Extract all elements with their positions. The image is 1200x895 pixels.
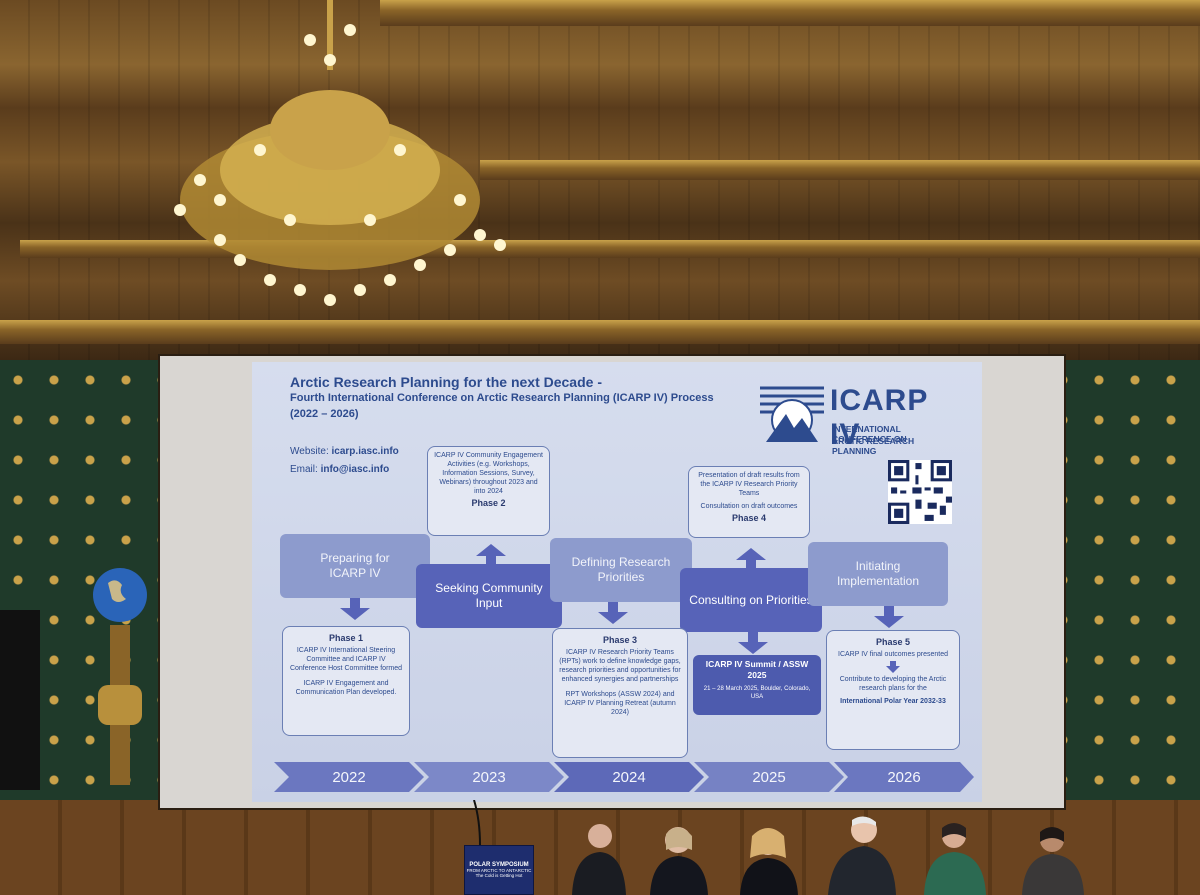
phase-5-text2: Contribute to developing the Arctic rese… <box>839 676 947 692</box>
timeline-year-label: 2025 <box>752 768 786 786</box>
phase-1-box: Phase 1 ICARP IV International Steering … <box>282 626 410 736</box>
phase-4-text1: Presentation of draft results from the I… <box>698 472 800 497</box>
phase-3-text1: ICARP IV Research Priority Teams (RPTs) … <box>559 649 681 683</box>
email-label: Email: <box>290 464 318 475</box>
timeline-year-label: 2026 <box>887 768 921 786</box>
phase-3-title: Phase 3 <box>602 635 638 645</box>
timeline: 2022 2023 2024 2025 2026 <box>274 762 974 792</box>
panelist <box>924 823 986 895</box>
arrow-up-icon <box>736 548 766 568</box>
timeline-year: 2022 <box>274 762 424 792</box>
presentation-slide: Arctic Research Planning for the next De… <box>252 362 982 802</box>
arrow-down-icon <box>874 606 904 628</box>
phase-3-box: Phase 3 ICARP IV Research Priority Teams… <box>552 628 688 758</box>
lectern-subtitle: FROM ARCTIC TO ANTARCTIC <box>466 868 532 873</box>
phase-5-title: Phase 5 <box>875 637 911 647</box>
timeline-year-label: 2023 <box>472 768 506 786</box>
panelist <box>650 827 708 895</box>
lectern: POLAR SYMPOSIUM FROM ARCTIC TO ANTARCTIC… <box>464 845 534 895</box>
step-consulting: Consulting on Priorities <box>680 568 822 632</box>
gold-chandelier <box>174 0 506 306</box>
logo-line2: ARCTIC RESEARCH PLANNING <box>832 436 915 456</box>
step-seeking-input: Seeking Community Input <box>416 564 562 628</box>
website-label: Website: <box>290 446 329 457</box>
ceiling-beam <box>380 0 1200 26</box>
step-defining-priorities-label: Defining Research Priorities <box>571 555 671 584</box>
phase-2-title: Phase 2 <box>471 498 506 508</box>
arrow-down-icon <box>886 661 900 673</box>
slide-subtitle-years: (2022 – 2026) <box>290 408 359 420</box>
arrow-down-icon <box>738 632 768 654</box>
email-line: Email: info@iasc.info <box>290 464 389 475</box>
ceiling-beam <box>0 320 1200 344</box>
step-preparing: Preparing for ICARP IV <box>280 534 430 598</box>
email-value: info@iasc.info <box>320 464 390 475</box>
phase-5-text3: International Polar Year 2032-33 <box>840 698 946 705</box>
step-defining-priorities: Defining Research Priorities <box>550 538 692 602</box>
panelist <box>1022 827 1084 895</box>
lectern-tagline: The Cold is Getting Hot <box>475 873 523 878</box>
loudspeaker <box>0 610 40 790</box>
timeline-year: 2024 <box>554 762 704 792</box>
phase-1-text2: ICARP IV Engagement and Communication Pl… <box>295 680 397 696</box>
step-consulting-label: Consulting on Priorities <box>689 592 813 607</box>
microphone <box>473 800 481 845</box>
step-initiating-label: Initiating Implementation <box>836 559 920 588</box>
phase-4-title: Phase 4 <box>731 513 767 523</box>
slide-subtitle: Fourth International Conference on Arcti… <box>290 392 714 404</box>
ceiling-beam <box>480 160 1200 180</box>
arrow-up-icon <box>476 544 506 564</box>
lectern-title: POLAR SYMPOSIUM <box>469 862 529 868</box>
arrow-down-icon <box>340 598 370 620</box>
phase-4-text2: Consultation on draft outcomes <box>700 503 798 510</box>
website-line: Website: icarp.iasc.info <box>290 446 399 457</box>
timeline-year: 2026 <box>834 762 974 792</box>
globe-on-pedestal <box>93 568 147 785</box>
icarp-mountain-icon <box>760 386 824 442</box>
logo-line1: INTERNATIONAL CONFERENCE ON <box>832 424 907 444</box>
panelist <box>572 824 626 895</box>
phase-4-box: Presentation of draft results from the I… <box>688 466 810 538</box>
website-value: icarp.iasc.info <box>331 446 399 457</box>
timeline-year: 2023 <box>414 762 564 792</box>
phase-1-title: Phase 1 <box>328 633 364 643</box>
timeline-year: 2025 <box>694 762 844 792</box>
arrow-down-icon <box>598 602 628 624</box>
step-initiating: Initiating Implementation <box>808 542 948 606</box>
green-fleur-wall-right <box>1045 360 1200 800</box>
panelist <box>828 816 896 895</box>
phase-1-text1: ICARP IV International Steering Committe… <box>289 647 403 672</box>
phase-2-box: ICARP IV Community Engagement Activities… <box>427 446 550 536</box>
step-preparing-label: Preparing for ICARP IV <box>320 551 390 580</box>
timeline-year-label: 2022 <box>332 768 366 786</box>
phase-3-text2: RPT Workshops (ASSW 2024) and ICARP IV P… <box>564 691 676 716</box>
timeline-year-label: 2024 <box>612 768 646 786</box>
slide-title: Arctic Research Planning for the next De… <box>290 374 602 390</box>
phase-2-text: ICARP IV Community Engagement Activities… <box>434 452 543 495</box>
summit-dates: 21 – 28 March 2025, Boulder, Colorado, U… <box>703 686 811 700</box>
panelist <box>740 828 798 895</box>
logo-name: ICARP IV <box>830 384 928 451</box>
qr-code[interactable] <box>888 460 952 524</box>
phase-5-text1: ICARP IV final outcomes presented <box>838 651 948 658</box>
icarp-logo: ICARP IV INTERNATIONAL CONFERENCE ON ARC… <box>760 382 960 456</box>
summit-title: ICARP IV Summit / ASSW 2025 <box>705 659 809 680</box>
phase-5-box: Phase 5 ICARP IV final outcomes presente… <box>826 630 960 750</box>
summit-box: ICARP IV Summit / ASSW 2025 21 – 28 Marc… <box>693 655 821 715</box>
step-seeking-input-label: Seeking Community Input <box>435 581 543 610</box>
